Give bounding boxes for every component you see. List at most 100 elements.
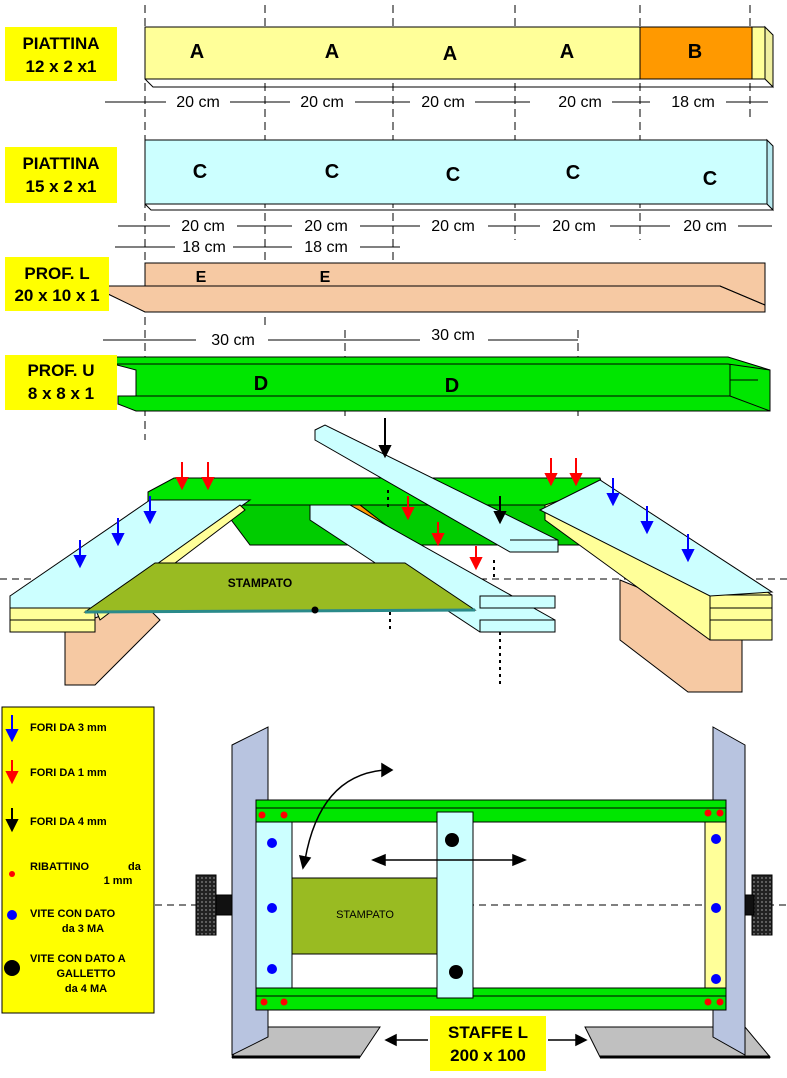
segments-prof-u: D D xyxy=(254,373,459,397)
segment-label: E xyxy=(320,269,331,286)
segment-label: B xyxy=(688,41,702,63)
label-piattina-1: PIATTINA 12 x 2 x1 xyxy=(5,27,117,81)
legend-black-arrow-icon xyxy=(5,808,19,833)
staffe-line2: 200 x 100 xyxy=(450,1046,526,1065)
segment-label: A xyxy=(560,41,574,63)
bar-prof-l xyxy=(107,262,766,313)
dimension-label: 20 cm xyxy=(300,94,344,111)
dimension-line-piattina-2: 20 cm 20 cm 20 cm 20 cm 20 cm xyxy=(118,218,772,235)
segment-label: C xyxy=(325,161,339,183)
label-prof-u-line2: 8 x 8 x 1 xyxy=(28,384,94,403)
rivet-icon xyxy=(716,809,724,817)
legend-holes-1mm: FORI DA 1 mm xyxy=(30,767,107,779)
rivet-icon xyxy=(716,998,724,1006)
wingnut-screw-icon xyxy=(445,833,459,847)
dimension-line-prof-u: 30 cm 30 cm xyxy=(103,327,578,349)
screw-3ma-icon xyxy=(267,964,277,974)
assembly-view xyxy=(9,424,774,693)
label-prof-l-line2: 20 x 10 x 1 xyxy=(14,286,99,305)
segment-label: C xyxy=(446,164,460,186)
frame-fasteners xyxy=(258,809,724,1006)
dimension-label: 20 cm xyxy=(431,218,475,235)
segment-label: A xyxy=(325,41,339,63)
label-prof-u-line1: PROF. U xyxy=(27,361,94,380)
frame-stampato-label: STAMPATO xyxy=(336,909,394,921)
screw-3ma-icon xyxy=(267,838,277,848)
dimension-label: 20 cm xyxy=(176,94,220,111)
dimension-label: 20 cm xyxy=(181,218,225,235)
rivet-icon xyxy=(280,998,288,1006)
segment-label: D xyxy=(445,375,459,397)
dimension-label: 18 cm xyxy=(182,239,226,256)
assembly-arrows-black xyxy=(378,418,507,525)
screw-3ma-icon xyxy=(711,903,721,913)
dimension-label: 20 cm xyxy=(683,218,727,235)
legend-holes-3mm: FORI DA 3 mm xyxy=(30,722,107,734)
segments-piattina-2: C C C C C xyxy=(193,161,717,190)
legend-rivet-da: da xyxy=(128,861,142,873)
segment-label: D xyxy=(254,373,268,395)
legend-screw4-line1: VITE CON DATO A xyxy=(30,953,126,965)
segment-label: C xyxy=(703,168,717,190)
frame-motion-arrows xyxy=(298,762,527,870)
dimension-label: 18 cm xyxy=(304,239,348,256)
legend-rivet-line2: 1 mm xyxy=(104,875,133,887)
staffe-line1: STAFFE L xyxy=(448,1023,528,1042)
legend-blue-arrow-icon xyxy=(5,715,19,743)
wingnut-screw-icon xyxy=(449,965,463,979)
bar-prof-u xyxy=(112,356,771,412)
assembly-arrows-blue xyxy=(73,478,695,569)
rivet-icon xyxy=(258,811,266,819)
legend-holes-4mm: FORI DA 4 mm xyxy=(30,816,107,828)
dimension-label: 18 cm xyxy=(671,94,715,111)
label-piattina-1-line1: PIATTINA xyxy=(22,34,99,53)
segments-piattina-1: A A A A B xyxy=(190,41,702,65)
label-piattina-2: PIATTINA 15 x 2 x1 xyxy=(5,147,117,203)
rivet-icon xyxy=(704,998,712,1006)
label-piattina-1-line2: 12 x 2 x1 xyxy=(26,57,97,76)
assembly-stampato-label: STAMPATO xyxy=(228,576,292,590)
legend-wingnut-screw-icon xyxy=(4,960,20,976)
segment-label: E xyxy=(196,269,207,286)
label-piattina-2-line2: 15 x 2 x1 xyxy=(26,177,97,196)
screw-3ma-icon xyxy=(711,974,721,984)
legend-screw4-line3: da 4 MA xyxy=(65,983,107,995)
legend-rivet-line1: RIBATTINO xyxy=(30,861,90,873)
dimension-label: 20 cm xyxy=(421,94,465,111)
segment-label: C xyxy=(566,162,580,184)
label-prof-l: PROF. L 20 x 10 x 1 xyxy=(5,257,109,311)
legend-screw4-line2: GALLETTO xyxy=(56,968,116,980)
bar-piattina-1 xyxy=(144,25,774,89)
staffe-arrows xyxy=(384,1033,588,1047)
staffe-label: STAFFE L 200 x 100 xyxy=(384,1016,588,1071)
legend-panel: FORI DA 3 mm FORI DA 1 mm FORI DA 4 mm R… xyxy=(1,706,155,1014)
dimension-line-prof-l: 18 cm 18 cm xyxy=(115,239,400,256)
legend-red-arrow-icon xyxy=(5,760,19,785)
dimension-line-piattina-1: 20 cm 20 cm 20 cm 20 cm 18 cm xyxy=(105,94,768,111)
dimension-label: 20 cm xyxy=(304,218,348,235)
assembly-arrows-red xyxy=(175,458,583,571)
legend-screw3-line1: VITE CON DATO xyxy=(30,908,116,920)
segment-label: A xyxy=(190,41,204,63)
legend-screw-3ma-icon xyxy=(7,910,17,920)
label-piattina-2-line1: PIATTINA xyxy=(22,154,99,173)
legend-screw3-line2: da 3 MA xyxy=(62,923,104,935)
label-prof-u: PROF. U 8 x 8 x 1 xyxy=(5,355,117,410)
assembly-dotted-guides xyxy=(387,490,501,688)
segments-prof-l: E E xyxy=(196,269,331,286)
rivet-icon xyxy=(280,811,288,819)
segment-label: A xyxy=(443,43,457,65)
screw-3ma-icon xyxy=(711,834,721,844)
rivet-icon xyxy=(704,809,712,817)
bar-piattina-2 xyxy=(144,138,774,212)
segment-label: C xyxy=(193,161,207,183)
dimension-label: 30 cm xyxy=(431,327,475,344)
legend-rivet-icon xyxy=(9,871,15,877)
dimension-label: 30 cm xyxy=(211,332,255,349)
label-prof-l-line1: PROF. L xyxy=(24,264,89,283)
dimension-label: 20 cm xyxy=(558,94,602,111)
dimension-label: 20 cm xyxy=(552,218,596,235)
screw-3ma-icon xyxy=(267,903,277,913)
